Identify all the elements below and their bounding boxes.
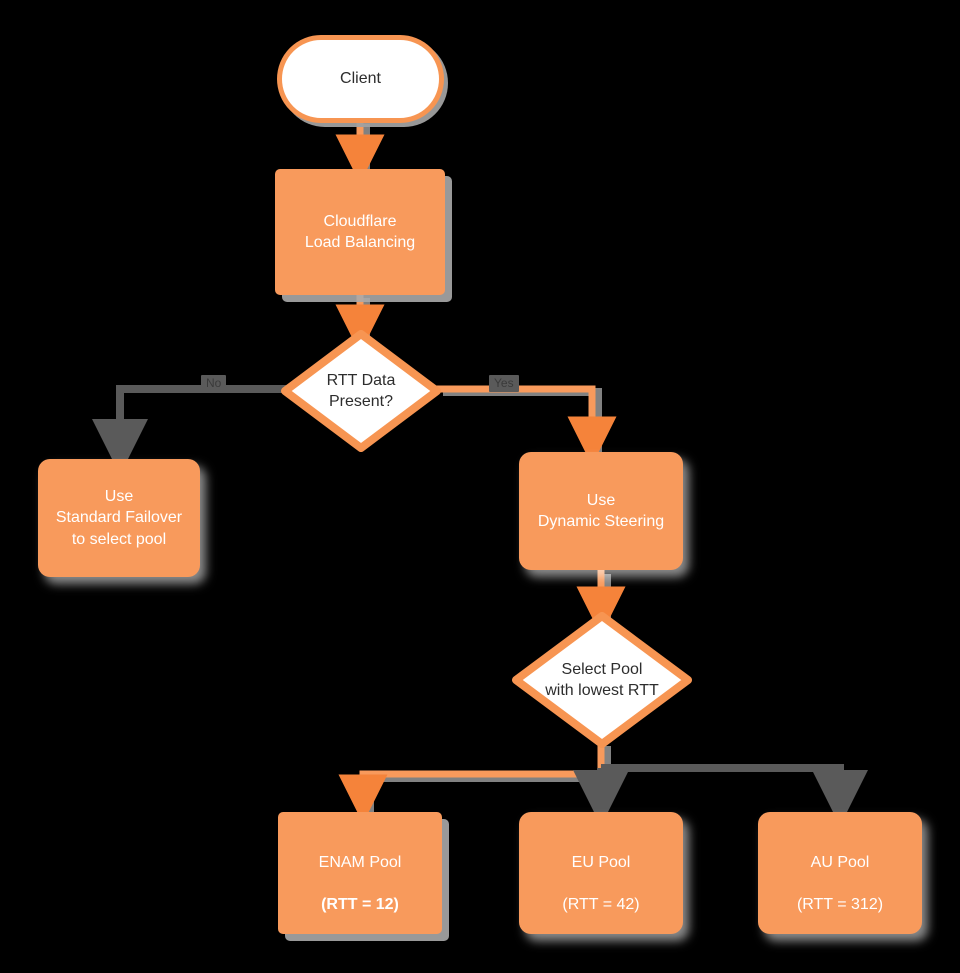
node-client-label: Client <box>340 70 381 88</box>
edge-rtt-decision-to-standard-failover <box>92 385 288 475</box>
node-rtt-data-present[interactable]: RTT Data Present? <box>281 330 441 452</box>
edge-select-pool-to-au-pool <box>601 764 868 826</box>
node-au-pool-label: AU Pool (RTT = 312) <box>797 831 883 915</box>
node-eu-pool[interactable]: EU Pool (RTT = 42) <box>519 812 683 934</box>
edge-label-rtt-yes-text: Yes <box>494 376 514 390</box>
node-au-pool-rtt: (RTT = 312) <box>796 896 884 914</box>
node-select-pool-lowest-rtt-label: Select Pool with lowest RTT <box>545 660 659 699</box>
node-select-pool-lowest-rtt[interactable]: Select Pool with lowest RTT <box>512 612 692 748</box>
node-rtt-data-present-label: RTT Data Present? <box>326 371 396 410</box>
node-dynamic-steering[interactable]: Use Dynamic Steering <box>519 452 683 570</box>
node-enam-pool-rtt: (RTT = 12) <box>321 896 399 914</box>
node-au-pool[interactable]: AU Pool (RTT = 312) <box>758 812 922 934</box>
node-enam-pool-name: ENAM Pool <box>318 853 402 871</box>
edge-select-pool-to-enam-pool <box>338 742 605 824</box>
node-au-pool-name: AU Pool <box>810 853 870 871</box>
edge-label-rtt-yes: Yes <box>489 375 519 393</box>
node-enam-pool[interactable]: ENAM Pool (RTT = 12) <box>278 812 442 934</box>
node-standard-failover[interactable]: Use Standard Failover to select pool <box>38 459 200 577</box>
edge-label-rtt-no: No <box>201 375 227 393</box>
node-enam-pool-label: ENAM Pool (RTT = 12) <box>319 831 402 915</box>
node-dynamic-steering-label: Use Dynamic Steering <box>537 491 665 530</box>
node-cloudflare-load-balancing[interactable]: Cloudflare Load Balancing <box>275 169 445 295</box>
edge-rtt-decision-to-dynamic-steering <box>434 385 617 466</box>
node-standard-failover-label: Use Standard Failover to select pool <box>55 488 183 548</box>
node-eu-pool-label: EU Pool (RTT = 42) <box>562 831 639 915</box>
node-cloudflare-load-balancing-label: Cloudflare Load Balancing <box>304 212 416 251</box>
edge-label-rtt-no-text: No <box>206 376 222 390</box>
diamond-shape-select-pool <box>512 612 692 748</box>
node-eu-pool-rtt: (RTT = 42) <box>562 896 640 914</box>
node-client[interactable]: Client <box>277 35 444 123</box>
diamond-shape-rtt <box>281 330 441 452</box>
node-eu-pool-name: EU Pool <box>571 853 631 871</box>
